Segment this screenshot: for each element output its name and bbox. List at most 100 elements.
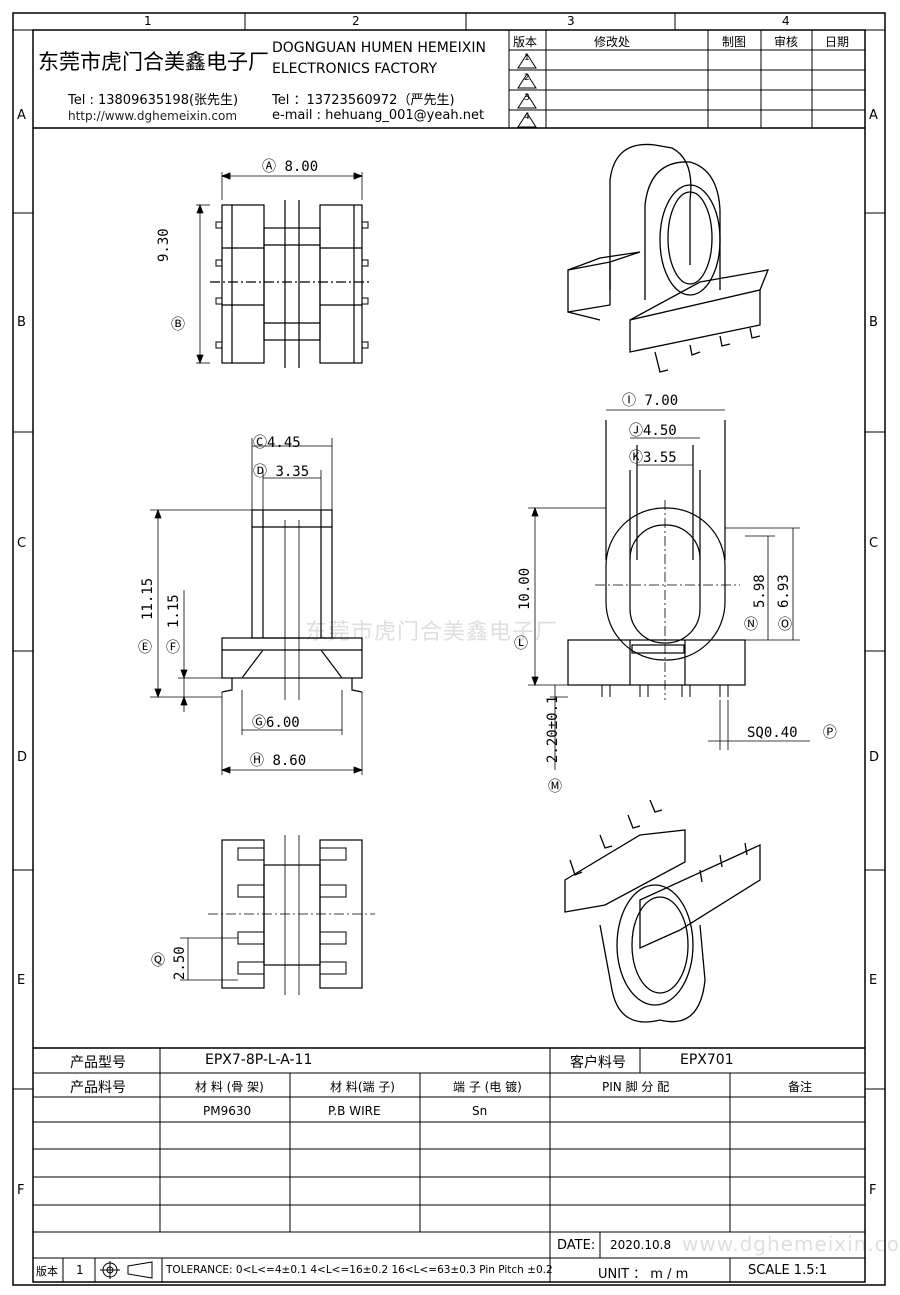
value-scale: SCALE 1.5:1 (748, 1263, 828, 1278)
company-email[interactable]: e-mail : hehuang_001@yeah.net (272, 108, 485, 123)
dim-o-value: 6.93 (776, 574, 792, 608)
dim-i: Ⓘ 7.00 (622, 393, 679, 409)
grid-row-d-right: D (869, 750, 880, 765)
label-pin-assignment: PIN 脚 分 配 (602, 1080, 670, 1094)
value-material-bobbin: PM9630 (203, 1104, 252, 1118)
dim-a-value: 8.00 (284, 159, 319, 175)
dim-p: SQ0.40 Ⓟ (747, 725, 837, 741)
grid-row-f-right: F (869, 1183, 877, 1198)
dim-b-marker: Ⓑ (171, 317, 185, 333)
grid-row-a-right: A (869, 108, 878, 123)
value-product-model: EPX7-8P-L-A-11 (205, 1052, 313, 1068)
grid-row-c-left: C (17, 536, 27, 551)
label-date: DATE: (557, 1238, 596, 1253)
dim-j-value: 4.50 (643, 423, 677, 439)
grid-row-f-left: F (17, 1183, 25, 1198)
dim-o-marker: Ⓞ (778, 617, 792, 633)
grid-row-b-left: B (17, 315, 26, 330)
bottom-view (180, 835, 375, 995)
isometric-view-bottom (564, 799, 761, 1023)
dim-f-marker: Ⓕ (166, 640, 180, 656)
dim-f-value: 1.15 (166, 594, 182, 628)
rev-header-checked: 审核 (774, 35, 799, 49)
dim-g: Ⓖ6.00 (252, 715, 300, 731)
dim-k-value: 3.55 (643, 450, 677, 466)
grid-row-d-left: D (17, 750, 28, 765)
watermark-bottom: www.dghemeixin.com (682, 1232, 900, 1256)
dim-f: 1.15 (166, 594, 182, 628)
label-terminal-plating: 端 子 (电 镀) (453, 1080, 522, 1094)
rev-row-4: 4 (524, 112, 530, 122)
top-view (196, 172, 372, 368)
label-material-bobbin: 材 料 (骨 架) (195, 1080, 264, 1094)
row-ticks (13, 212, 885, 1090)
dim-e: 11.15 (140, 578, 156, 620)
label-customer-part: 客户料号 (570, 1055, 626, 1071)
label-product-model: 产品型号 (70, 1055, 126, 1071)
grid-col-3: 3 (567, 14, 575, 28)
title-block-grid (33, 1047, 865, 1282)
grid-row-c-right: C (869, 536, 879, 551)
dim-q-marker: Ⓠ (151, 953, 165, 969)
label-version: 版本 (36, 1265, 58, 1278)
grid-col-4: 4 (782, 14, 790, 28)
grid-col-2: 2 (352, 14, 360, 28)
dim-b: 9.30 (156, 228, 172, 262)
revision-table-grid (508, 30, 865, 128)
dim-m: 2.20±0.1 (545, 696, 561, 763)
company-name-cn: 东莞市虎门合美鑫电子厂 (38, 50, 269, 74)
rev-row-1: 1 (524, 53, 530, 63)
grid-row-b-right: B (869, 315, 878, 330)
value-material-pin: P.B WIRE (328, 1104, 381, 1118)
company-name-en-line1: DOGNGUAN HUMEN HEMEIXIN (272, 40, 486, 56)
value-unit: UNIT ： m / m (598, 1267, 689, 1282)
dim-b-value: 9.30 (156, 228, 172, 262)
grid-col-1: 1 (144, 14, 152, 28)
rev-header-drawn: 制图 (722, 35, 747, 49)
dim-e-marker: Ⓔ (138, 640, 152, 656)
dim-n-marker: Ⓝ (744, 617, 758, 633)
company-website[interactable]: http://www.dghemeixin.com (68, 109, 238, 123)
dim-m-marker: Ⓜ (548, 779, 562, 795)
dim-a: Ⓐ 8.00 (262, 159, 319, 175)
dim-l-marker: Ⓛ (514, 636, 528, 652)
watermark-center: 东莞市虎门合美鑫电子厂 (305, 620, 559, 645)
dim-l-value: 10.00 (517, 567, 533, 610)
rev-header-change: 修改处 (594, 35, 631, 49)
dim-d: Ⓓ 3.35 (253, 464, 310, 480)
dim-e-value: 11.15 (140, 577, 156, 620)
rev-header-date: 日期 (825, 35, 850, 49)
dim-q: 2.50 (172, 946, 188, 980)
dim-i-value: 7.00 (644, 393, 679, 409)
dim-c-value: 4.45 (267, 435, 301, 451)
dim-m-value: 2.20±0.1 (545, 695, 561, 763)
contact-tel-2: Tel ：13723560972（严先生) (272, 93, 455, 108)
value-customer-part: EPX701 (680, 1052, 734, 1068)
dim-l: 10.00 (517, 568, 533, 610)
dim-q-value: 2.50 (172, 946, 188, 980)
tolerance-note: TOLERANCE: 0<L<=4±0.1 4<L<=16±0.2 16<L<=… (166, 1264, 553, 1276)
dim-n-value: 5.98 (752, 574, 768, 608)
rev-row-3: 3 (524, 93, 530, 103)
value-plating: Sn (472, 1104, 488, 1118)
dim-k: Ⓚ3.55 (629, 450, 677, 466)
outer-frame (12, 12, 886, 1286)
dim-n: 5.98 (752, 574, 768, 608)
value-version: 1 (76, 1263, 84, 1277)
contact-tel-1: Tel : 13809635198(张先生) (68, 93, 239, 108)
side-view (150, 438, 364, 775)
rev-header-version: 版本 (513, 35, 538, 49)
label-material-pin: 材 料(端 子) (330, 1080, 395, 1094)
dim-p-value: SQ0.40 (747, 725, 798, 741)
isometric-view-top (567, 143, 770, 373)
grid-row-e-right: E (869, 973, 878, 988)
dim-g-value: 6.00 (266, 715, 300, 731)
value-date: 2020.10.8 (610, 1238, 672, 1252)
dim-c: Ⓒ4.45 (253, 435, 301, 451)
company-name-en-line2: ELECTRONICS FACTORY (272, 61, 438, 77)
label-remarks: 备注 (788, 1080, 813, 1094)
dim-o: 6.93 (776, 574, 792, 608)
dim-h-value: 8.60 (272, 753, 307, 769)
rev-row-2: 2 (524, 73, 530, 83)
